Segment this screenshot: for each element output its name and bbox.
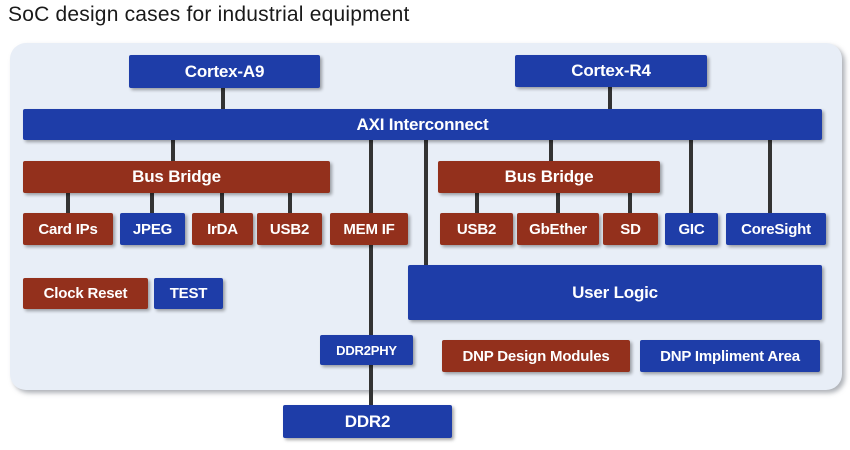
connector-bus-bridge-sd: [628, 193, 632, 213]
node-sd: SD: [603, 213, 658, 245]
node-gbether-label: GbEther: [529, 220, 587, 238]
node-test-label: TEST: [169, 285, 208, 302]
node-irda-label: IrDA: [207, 220, 238, 238]
node-ddr2phy: DDR2PHY: [320, 335, 413, 365]
node-cortex-a9-label: Cortex-A9: [184, 61, 265, 81]
connector-axi-coresight: [768, 140, 772, 213]
node-test: TEST: [154, 278, 223, 309]
node-usb2-right: USB2: [440, 213, 513, 245]
connector-axi-bus-bridge-left: [171, 140, 175, 161]
node-sd-label: SD: [620, 220, 641, 238]
connector-axi-mem-if-ddr2: [369, 140, 373, 405]
node-jpeg-label: JPEG: [132, 220, 173, 238]
node-bus-bridge-left: Bus Bridge: [23, 161, 330, 193]
node-bus-bridge-right: Bus Bridge: [438, 161, 660, 193]
node-clock-reset: Clock Reset: [23, 278, 148, 309]
node-jpeg: JPEG: [120, 213, 185, 245]
node-dnp-design-modules-label: DNP Design Modules: [462, 347, 610, 365]
connector-bus-bridge-usb2-right: [475, 193, 479, 213]
node-ddr2-label: DDR2: [344, 411, 391, 431]
connector-axi-bus-bridge-right: [549, 140, 553, 161]
node-card-ips: Card IPs: [23, 213, 113, 245]
node-cortex-r4: Cortex-R4: [515, 55, 707, 87]
node-irda: IrDA: [192, 213, 253, 245]
connector-cortex-r4-axi: [608, 87, 612, 110]
node-usb2-left-label: USB2: [269, 220, 310, 238]
connector-bus-bridge-card-ips: [66, 193, 70, 213]
node-bus-bridge-left-label: Bus Bridge: [132, 167, 221, 186]
node-cortex-a9: Cortex-A9: [129, 55, 320, 88]
node-axi-interconnect: AXI Interconnect: [23, 109, 822, 140]
node-cortex-r4-label: Cortex-R4: [571, 61, 651, 80]
node-usb2-right-label: USB2: [456, 220, 497, 238]
node-bus-bridge-right-label: Bus Bridge: [504, 167, 594, 186]
connector-bus-bridge-jpeg: [150, 193, 154, 213]
node-user-logic: User Logic: [408, 265, 822, 320]
node-ddr2: DDR2: [283, 405, 452, 438]
node-usb2-left: USB2: [257, 213, 322, 245]
connector-bus-bridge-irda: [220, 193, 224, 213]
node-coresight: CoreSight: [726, 213, 826, 245]
diagram-title: SoC design cases for industrial equipmen…: [8, 3, 410, 26]
connector-bus-bridge-gbether: [556, 193, 560, 213]
connector-bus-bridge-usb2-left: [288, 193, 292, 213]
node-dnp-impliment-area: DNP Impliment Area: [640, 340, 820, 372]
connector-axi-gic: [689, 140, 693, 213]
node-card-ips-label: Card IPs: [38, 220, 98, 238]
node-dnp-impliment-area-label: DNP Impliment Area: [660, 347, 800, 365]
node-axi-interconnect-label: AXI Interconnect: [356, 114, 489, 134]
node-user-logic-label: User Logic: [572, 282, 658, 302]
connector-axi-user-logic: [424, 140, 428, 265]
node-dnp-design-modules: DNP Design Modules: [442, 340, 630, 372]
node-coresight-label: CoreSight: [741, 220, 811, 238]
node-mem-if-label: MEM IF: [343, 220, 395, 238]
node-gic: GIC: [665, 213, 718, 245]
connector-cortex-a9-axi: [221, 88, 225, 110]
node-clock-reset-label: Clock Reset: [43, 285, 128, 302]
node-ddr2phy-label: DDR2PHY: [336, 342, 397, 358]
node-gbether: GbEther: [517, 213, 599, 245]
node-mem-if: MEM IF: [330, 213, 408, 245]
node-gic-label: GIC: [678, 220, 705, 238]
